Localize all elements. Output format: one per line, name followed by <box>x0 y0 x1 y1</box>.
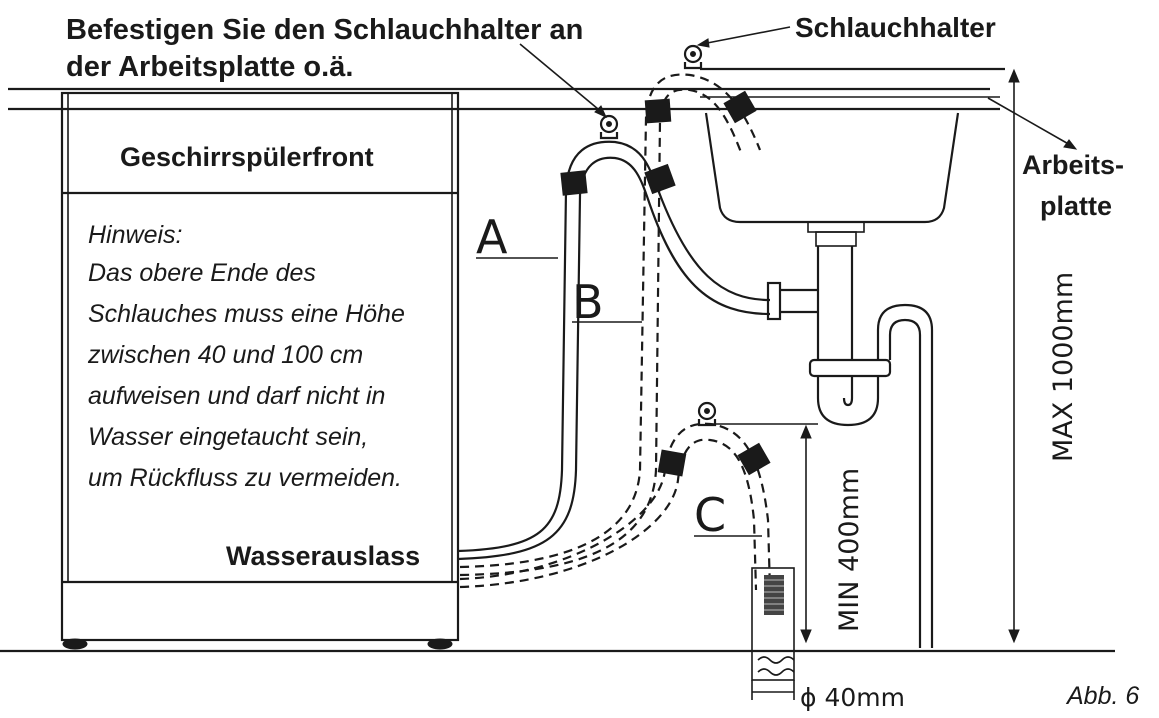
standpipe <box>751 567 795 681</box>
hose-holder-c <box>697 401 717 427</box>
worktop-label-line1: Arbeits- <box>1022 150 1124 180</box>
dishwasher-front-label: Geschirrspülerfront <box>120 142 374 172</box>
note-line: Das obere Ende des <box>88 259 316 287</box>
hose-c <box>459 422 772 591</box>
leader-arrows <box>476 26 1078 537</box>
fasten-note-line2: der Arbeitsplatte o.ä. <box>66 51 353 83</box>
fasten-note-line1: Befestigen Sie den Schlauchhalter an <box>66 14 583 46</box>
hose-a <box>457 140 771 561</box>
water-outlet-label: Wasserauslass <box>226 541 420 571</box>
sink-basin <box>704 112 960 247</box>
min-height-label: MIN 400mm <box>834 468 865 632</box>
max-height-dimension <box>1008 68 1020 644</box>
max-height-label: MAX 1000mm <box>1048 272 1079 462</box>
dishwasher <box>60 91 460 650</box>
hose-a-label: A <box>476 210 508 264</box>
hose-holder-label: Schlauchhalter <box>795 12 996 43</box>
siphon-trap <box>766 246 934 648</box>
note-line: zwischen 40 und 100 cm <box>87 341 363 369</box>
hose-holder-worktop <box>599 114 619 140</box>
hose-b-label: B <box>572 275 604 329</box>
figure-number: Abb. 6 <box>1065 682 1139 710</box>
hose-c-label: C <box>694 488 726 542</box>
note-line: aufweisen und darf nicht in <box>88 382 385 410</box>
hose-holder-top <box>683 44 703 70</box>
worktop-label-line2: platte <box>1040 191 1112 221</box>
note-line: Wasser eingetaucht sein, <box>88 423 368 451</box>
note-line: Schlauches muss eine Höhe <box>88 300 405 328</box>
min-height-dimension <box>712 423 818 644</box>
hose-b <box>459 73 762 577</box>
pipe-diameter-label: ϕ 40mm <box>800 683 905 712</box>
note-line: um Rückfluss zu vermeiden. <box>88 464 402 492</box>
worktop <box>8 67 1005 111</box>
note-title: Hinweis: <box>88 221 182 249</box>
diameter-dimension <box>751 680 795 700</box>
